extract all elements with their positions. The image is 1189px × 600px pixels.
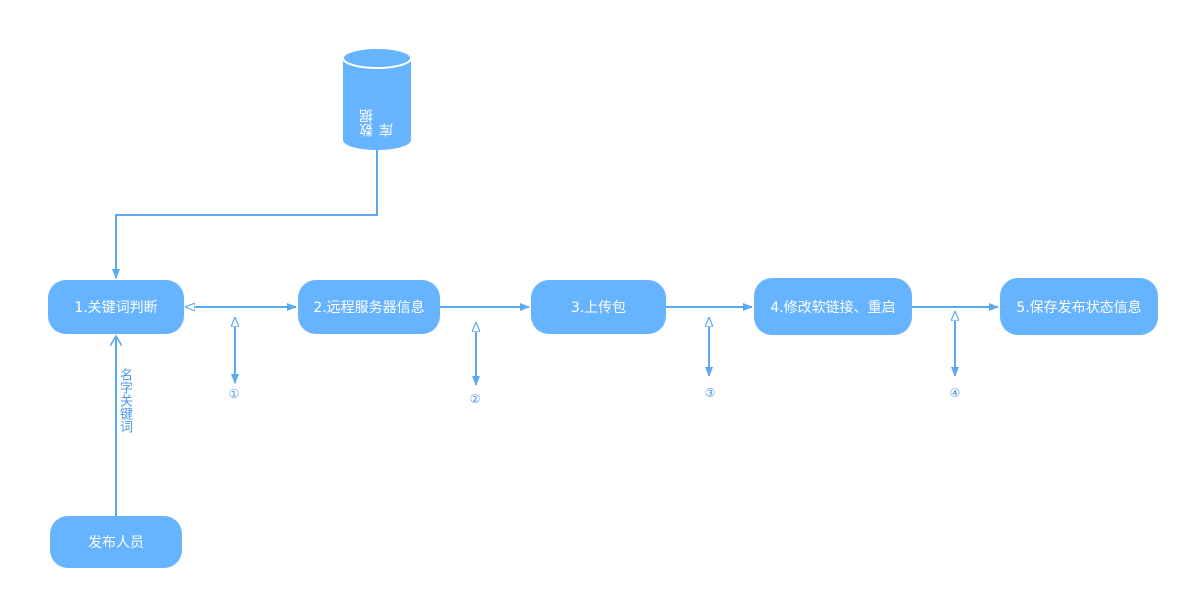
database-cylinder-icon <box>342 47 412 150</box>
edge-label-name-keyword: 名字关键词 <box>117 368 132 433</box>
edge-database-to-keyword-check <box>112 150 378 279</box>
node-modify-link-restart[interactable]: 4.修改软链接、重启 <box>754 278 912 335</box>
node-remote-server-info[interactable]: 2.远程服务器信息 <box>298 280 440 334</box>
step-marker-4: ④ <box>949 386 961 400</box>
step-marker-1: ① <box>228 387 240 401</box>
step-marker-2: ② <box>469 392 481 406</box>
node-save-publish-status[interactable]: 5.保存发布状态信息 <box>1000 278 1158 335</box>
step-marker-3: ③ <box>704 386 716 400</box>
database-label: 数据库 <box>359 109 395 137</box>
node-upload-package[interactable]: 3.上传包 <box>531 280 666 334</box>
node-keyword-check[interactable]: 1.关键词判断 <box>48 280 184 334</box>
node-publisher[interactable]: 发布人员 <box>50 516 182 568</box>
